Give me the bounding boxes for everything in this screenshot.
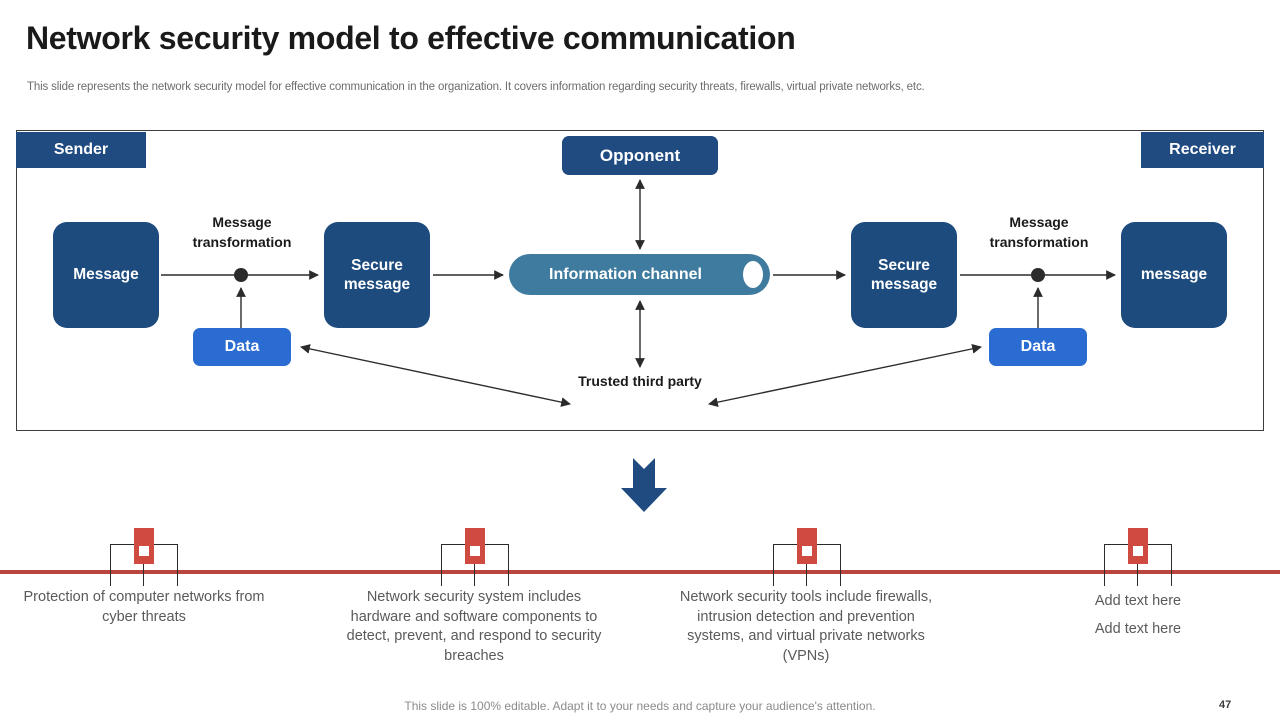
information-channel: Information channel [509, 254, 770, 295]
node-message-left: Message [53, 222, 159, 328]
timeline-text-3: Network security tools include firewalls… [679, 589, 933, 664]
location-pin-icon [797, 528, 817, 564]
diagram-container [16, 130, 1264, 431]
marker-stem [1137, 544, 1139, 586]
caption-message-transformation-right: Message transformation [989, 214, 1089, 251]
footer-note: This slide is 100% editable. Adapt it to… [404, 699, 876, 713]
page-subtitle: This slide represents the network securi… [27, 81, 925, 93]
role-tag-receiver: Receiver [1141, 132, 1264, 168]
page-number: 47 [1219, 699, 1232, 711]
timeline-rule [0, 570, 1280, 574]
location-pin-icon [134, 528, 154, 564]
information-channel-label: Information channel [549, 265, 702, 283]
location-pin-icon [1128, 528, 1148, 564]
page-title: Network security model to effective comm… [26, 20, 796, 56]
role-tag-sender: Sender [16, 132, 146, 168]
data-box-left: Data [193, 328, 291, 366]
caption-message-transformation-left: Message transformation [192, 214, 292, 251]
timeline-text-2: Network security system includes hardwar… [346, 589, 602, 664]
node-message-right: message [1121, 222, 1227, 328]
timeline-text-4: Add text here Add text here [1094, 593, 1182, 637]
marker-stem [474, 544, 476, 586]
marker-stem [806, 544, 808, 586]
caption-trusted-third-party: Trusted third party [578, 373, 702, 389]
cylinder-cap-icon [741, 259, 765, 290]
arrow-down-icon [621, 458, 667, 512]
node-secure-message-left: Secure message [324, 222, 430, 328]
node-secure-message-right: Secure message [851, 222, 957, 328]
data-box-right: Data [989, 328, 1087, 366]
location-pin-icon [465, 528, 485, 564]
marker-stem [143, 544, 145, 586]
timeline-text-1: Protection of computer networks from cyb… [23, 589, 265, 625]
role-tag-opponent: Opponent [562, 136, 718, 175]
